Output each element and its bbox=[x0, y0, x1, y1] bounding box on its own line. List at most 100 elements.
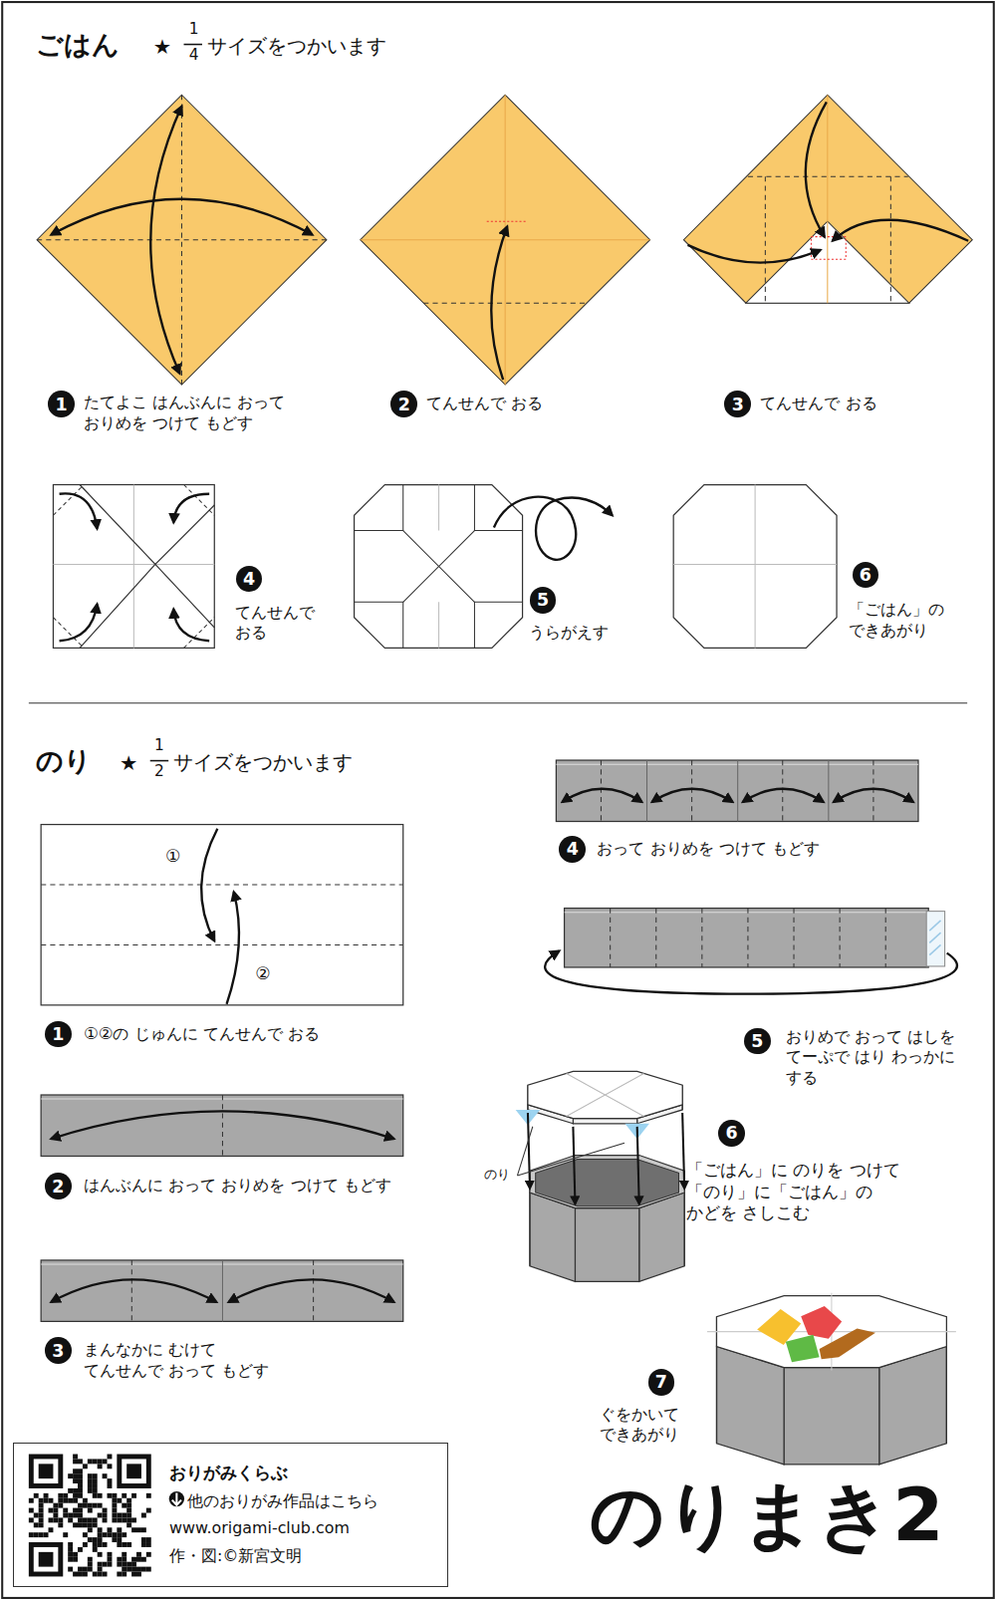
section-heading: ごはん bbox=[35, 27, 120, 61]
step-number: 6 bbox=[852, 561, 880, 589]
instruction-text: 「ごはん」の できあがり bbox=[848, 599, 962, 641]
qr-module bbox=[107, 1561, 113, 1567]
qr-module bbox=[111, 1536, 117, 1542]
qr-module bbox=[97, 1566, 103, 1572]
qr-module bbox=[141, 1556, 147, 1562]
instruction-text: おって おりめを つけて もどす bbox=[596, 838, 820, 859]
qr-module bbox=[28, 1516, 34, 1522]
qr-module bbox=[72, 1556, 78, 1562]
qr-module bbox=[77, 1507, 83, 1513]
qr-module bbox=[57, 1493, 63, 1498]
step-number: 3 bbox=[44, 1336, 72, 1364]
qr-module bbox=[33, 1512, 39, 1518]
qr-module bbox=[92, 1502, 98, 1508]
qr-module bbox=[82, 1541, 88, 1547]
qr-module bbox=[33, 1493, 39, 1498]
instruction-text: てんせんで おる bbox=[759, 393, 877, 414]
instruction-text: サイズをつかいます bbox=[173, 749, 353, 776]
qr-module bbox=[77, 1566, 83, 1572]
qr-module bbox=[77, 1468, 83, 1474]
qr-module bbox=[111, 1497, 117, 1503]
qr-module bbox=[141, 1536, 147, 1542]
qr-module bbox=[92, 1478, 98, 1484]
qr-module bbox=[121, 1516, 127, 1522]
qr-module bbox=[107, 1463, 113, 1469]
qr-module bbox=[87, 1507, 93, 1513]
qr-module bbox=[67, 1541, 73, 1547]
qr-module bbox=[107, 1493, 113, 1498]
qr-module bbox=[111, 1502, 117, 1508]
instruction-text: 1 bbox=[183, 19, 204, 39]
qr-module bbox=[82, 1531, 88, 1537]
qr-module bbox=[126, 1566, 132, 1572]
qr-module bbox=[92, 1473, 98, 1479]
qr-module bbox=[62, 1531, 68, 1537]
step-number: 5 bbox=[744, 1027, 771, 1055]
qr-module bbox=[121, 1493, 127, 1498]
prism-face bbox=[574, 1208, 639, 1282]
qr-module bbox=[38, 1521, 44, 1527]
qr-module bbox=[87, 1488, 93, 1494]
qr-module bbox=[97, 1551, 103, 1557]
qr-module bbox=[121, 1512, 127, 1518]
qr-module bbox=[126, 1507, 132, 1513]
qr-module bbox=[87, 1478, 93, 1484]
qr-module bbox=[146, 1536, 152, 1542]
qr-module bbox=[67, 1551, 73, 1557]
qr-module bbox=[92, 1458, 98, 1464]
step-number: 3 bbox=[724, 390, 751, 418]
qr-module bbox=[121, 1556, 127, 1562]
qr-module bbox=[102, 1458, 108, 1464]
qr-module bbox=[126, 1512, 132, 1518]
qr-module bbox=[33, 1531, 39, 1537]
brand-name: おりがみくらぶ bbox=[169, 1459, 442, 1488]
qr-module bbox=[102, 1473, 108, 1479]
qr-module bbox=[72, 1571, 78, 1577]
qr-module bbox=[48, 1497, 54, 1503]
crease bbox=[566, 1072, 645, 1116]
qr-module bbox=[102, 1561, 108, 1567]
step-number: 1 bbox=[44, 1020, 72, 1048]
qr-module bbox=[121, 1566, 127, 1572]
qr-module bbox=[72, 1468, 78, 1474]
fraction-bar bbox=[150, 759, 169, 762]
qr-module bbox=[107, 1483, 113, 1489]
qr-module bbox=[38, 1497, 44, 1503]
qr-module bbox=[102, 1516, 108, 1522]
qr-module bbox=[87, 1526, 93, 1532]
qr-module bbox=[107, 1551, 113, 1557]
qr-module bbox=[87, 1483, 93, 1489]
qr-module bbox=[57, 1502, 63, 1508]
qr-module bbox=[131, 1566, 137, 1572]
qr-module bbox=[107, 1526, 113, 1532]
instruction-text: たてよこ はんぶんに おって おりめを つけて もどす bbox=[83, 392, 329, 434]
qr-module bbox=[48, 1507, 54, 1513]
qr-finder bbox=[28, 1454, 63, 1489]
qr-module bbox=[38, 1512, 44, 1518]
qr-module bbox=[67, 1556, 73, 1562]
qr-module bbox=[131, 1561, 137, 1567]
instruction-text: おりめで おって はしを てーぷで はり わっかに する bbox=[785, 1026, 965, 1088]
instruction-text: のり bbox=[484, 1166, 510, 1184]
qr-module bbox=[82, 1516, 88, 1522]
title: のりまき2 bbox=[589, 1469, 944, 1561]
qr-module bbox=[87, 1566, 93, 1572]
qr-module bbox=[28, 1497, 34, 1503]
instruction-text: サイズをつかいます bbox=[207, 33, 387, 60]
qr-module bbox=[126, 1516, 132, 1522]
qr-module bbox=[82, 1521, 88, 1527]
qr-module bbox=[33, 1521, 39, 1527]
qr-module bbox=[97, 1536, 103, 1542]
qr-module bbox=[136, 1526, 142, 1532]
qr-module bbox=[111, 1507, 117, 1513]
qr-module bbox=[38, 1507, 44, 1513]
qr-module bbox=[57, 1497, 63, 1503]
qr-module bbox=[77, 1473, 83, 1479]
qr-module bbox=[126, 1561, 132, 1567]
footer-box: おりがみくらぶ他のおりがみ作品はこちらwww.origami-club.com作… bbox=[12, 1442, 449, 1587]
qr-module bbox=[107, 1454, 113, 1460]
qr-module bbox=[107, 1531, 113, 1537]
instruction-text: ② bbox=[254, 963, 271, 986]
qr-module bbox=[92, 1483, 98, 1489]
qr-module bbox=[77, 1571, 83, 1577]
